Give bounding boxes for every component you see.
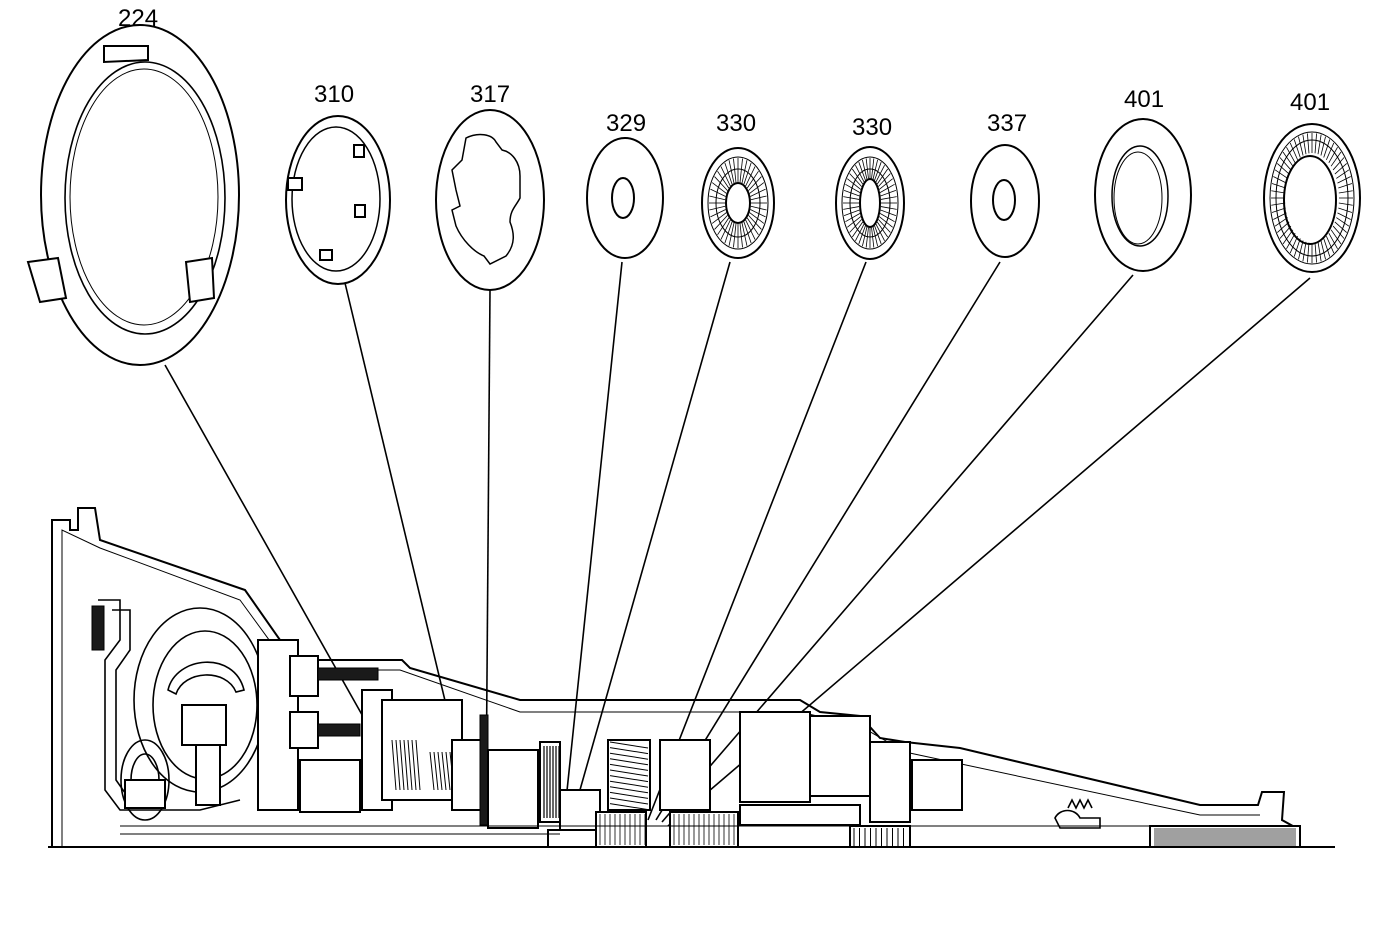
callout-330-a: 330 (716, 110, 756, 137)
part-317-retainer (436, 110, 544, 290)
transmission-cross-section (48, 508, 1335, 847)
callout-337: 337 (987, 110, 1027, 137)
callout-330-b: 330 (852, 114, 892, 141)
part-224-thrust-washer (28, 25, 239, 365)
callout-310: 310 (314, 81, 354, 108)
part-329-washer (587, 138, 663, 258)
callout-329: 329 (606, 110, 646, 137)
bearing-roller-hatching (709, 133, 1353, 263)
part-337-washer (971, 145, 1039, 257)
callout-labels: 224 310 317 329 330 330 337 401 401 (118, 5, 1330, 141)
callout-401-b: 401 (1290, 89, 1330, 116)
callout-317: 317 (470, 81, 510, 108)
callout-224: 224 (118, 5, 158, 32)
callout-401-a: 401 (1124, 86, 1164, 113)
part-330-bearing-b (836, 147, 904, 259)
leader-lines (165, 262, 1310, 826)
part-401-washer (1095, 119, 1191, 271)
part-310-washer (286, 116, 390, 284)
